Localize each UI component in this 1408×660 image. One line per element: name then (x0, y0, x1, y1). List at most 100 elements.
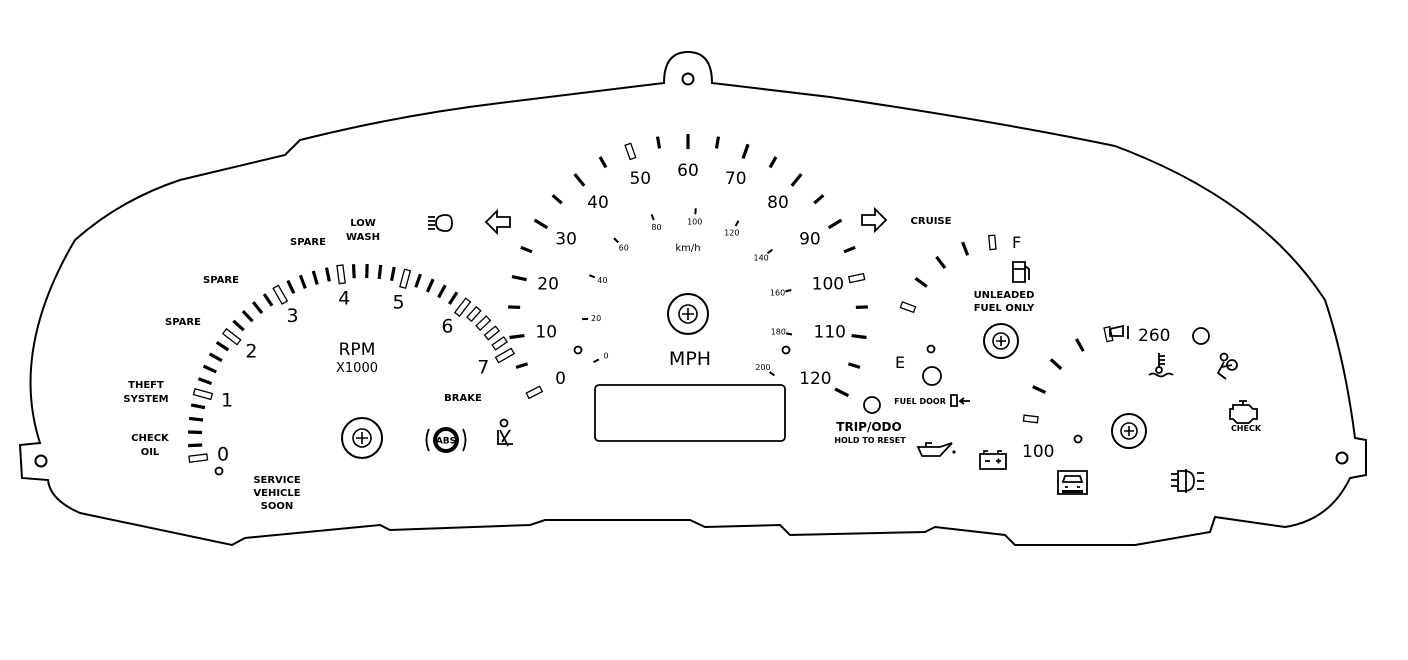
kmh-tick (766, 248, 773, 255)
indicator-lamp-trip (863, 396, 881, 414)
redline-tick (453, 297, 472, 318)
battery-icon (979, 450, 1007, 470)
tach-minor-tick (351, 264, 356, 279)
temp-tick (1032, 385, 1047, 394)
mph-label-90: 90 (799, 229, 821, 249)
tach-minor-tick (188, 443, 203, 448)
tach-minor-tick (414, 273, 422, 288)
mph-label-40: 40 (587, 193, 609, 213)
tach-minor-tick (390, 266, 396, 282)
speedo-major-tick (511, 275, 527, 282)
mount-hole-left (34, 454, 48, 468)
kmh-label-60: 60 (619, 244, 629, 253)
abs-icon: ABS (425, 427, 467, 453)
indicator-lamp-speedo-high (781, 345, 791, 355)
check-oil-line2: OIL (141, 447, 160, 458)
indicator-lamp-fuel-2 (922, 366, 942, 386)
mph-unit-label: MPH (669, 348, 711, 370)
theft-system-line1: THEFT (128, 380, 164, 391)
spare-indicator-3: SPARE (165, 317, 201, 328)
kmh-tick (785, 332, 793, 336)
tach-minor-tick (437, 284, 447, 299)
mph-label-0: 0 (555, 369, 566, 389)
speedo-major-tick (509, 333, 525, 340)
fuel-door-indicator: FUEL DOOR (894, 397, 946, 406)
kmh-tick (734, 220, 740, 227)
temperature-gauge-tick-marks (1022, 325, 1114, 424)
unleaded-notice-line1: UNLEADED (974, 290, 1035, 301)
fuel-pump-icon (1012, 261, 1030, 283)
fuel-gauge-needle-hub (983, 323, 1019, 359)
check-oil-line1: CHECK (131, 433, 170, 444)
redline-tick (466, 305, 482, 323)
service-vehicle-line1: SERVICE (253, 475, 301, 486)
low-wash-line2: WASH (346, 232, 380, 243)
tachometer-tick-marks (188, 264, 516, 463)
tach-minor-tick (215, 340, 230, 352)
kmh-label-180: 180 (771, 327, 786, 336)
airbag-icon (1216, 352, 1238, 380)
speedo-major-tick (790, 173, 803, 187)
trip-odo-label: TRIP/ODO (836, 420, 901, 434)
temperature-gauge: 260 100 (1022, 325, 1170, 462)
mph-label-60: 60 (677, 161, 699, 181)
kmh-tick (650, 214, 655, 221)
mph-label-20: 20 (537, 274, 559, 294)
tach-major-tick (192, 388, 214, 401)
tach-minor-tick (311, 270, 319, 285)
kmh-label-0: 0 (603, 351, 608, 360)
tachometer-needle-hub (341, 417, 383, 459)
tach-minor-tick (232, 319, 245, 332)
check-engine-label: CHECK (1231, 424, 1262, 433)
seatbelt-icon (497, 418, 513, 447)
indicator-lamp-fuel-1 (926, 344, 936, 354)
speedo-major-tick (624, 142, 637, 161)
tach-label-3: 3 (287, 305, 299, 327)
speedo-major-tick (834, 387, 850, 398)
low-wash-line1: LOW (350, 218, 376, 229)
speedo-major-tick (573, 173, 586, 187)
redline-tick (494, 347, 516, 364)
tach-minor-tick (208, 352, 223, 363)
tach-minor-tick (286, 279, 296, 294)
mph-label-10: 10 (535, 323, 557, 343)
tach-minor-tick (377, 264, 383, 280)
kmh-label-200: 200 (755, 363, 770, 372)
service-vehicle-line2: VEHICLE (253, 488, 300, 499)
mph-label-110: 110 (814, 323, 846, 343)
kmh-label-160: 160 (770, 289, 785, 298)
fuel-full-label: F (1012, 233, 1021, 252)
fuel-empty-label: E (895, 353, 905, 372)
fuel-tick (914, 277, 928, 288)
tach-minor-tick (324, 267, 331, 282)
fuel-gauge-tick-marks (899, 234, 997, 314)
redline-tick (491, 336, 509, 351)
speedometer-needle-hub (667, 293, 709, 335)
mph-label-30: 30 (555, 229, 577, 249)
kmh-label-120: 120 (724, 229, 739, 238)
right-turn-arrow-icon (861, 206, 888, 234)
hold-to-reset-label: HOLD TO RESET (834, 436, 906, 445)
coolant-temp-icon (1148, 353, 1174, 378)
tach-minor-tick (197, 377, 213, 386)
speedometer-tick-marks (508, 134, 868, 400)
mph-label-50: 50 (629, 169, 651, 189)
tach-major-tick (188, 453, 209, 463)
kmh-label-80: 80 (651, 223, 661, 232)
tach-label-7: 7 (477, 357, 489, 379)
kmh-label-100: 100 (687, 218, 702, 227)
kmh-tick (768, 371, 775, 377)
tach-minor-tick (190, 403, 206, 410)
fuel-door-arrow-icon (950, 394, 970, 407)
speedo-minor-tick (714, 136, 721, 149)
tach-minor-tick (448, 291, 459, 305)
mph-label-70: 70 (725, 169, 747, 189)
tach-label-0: 0 (217, 444, 229, 466)
kmh-tick (613, 237, 619, 244)
speedo-minor-tick (813, 194, 825, 205)
tach-minor-tick (425, 278, 435, 293)
speedo-minor-tick (768, 156, 778, 169)
